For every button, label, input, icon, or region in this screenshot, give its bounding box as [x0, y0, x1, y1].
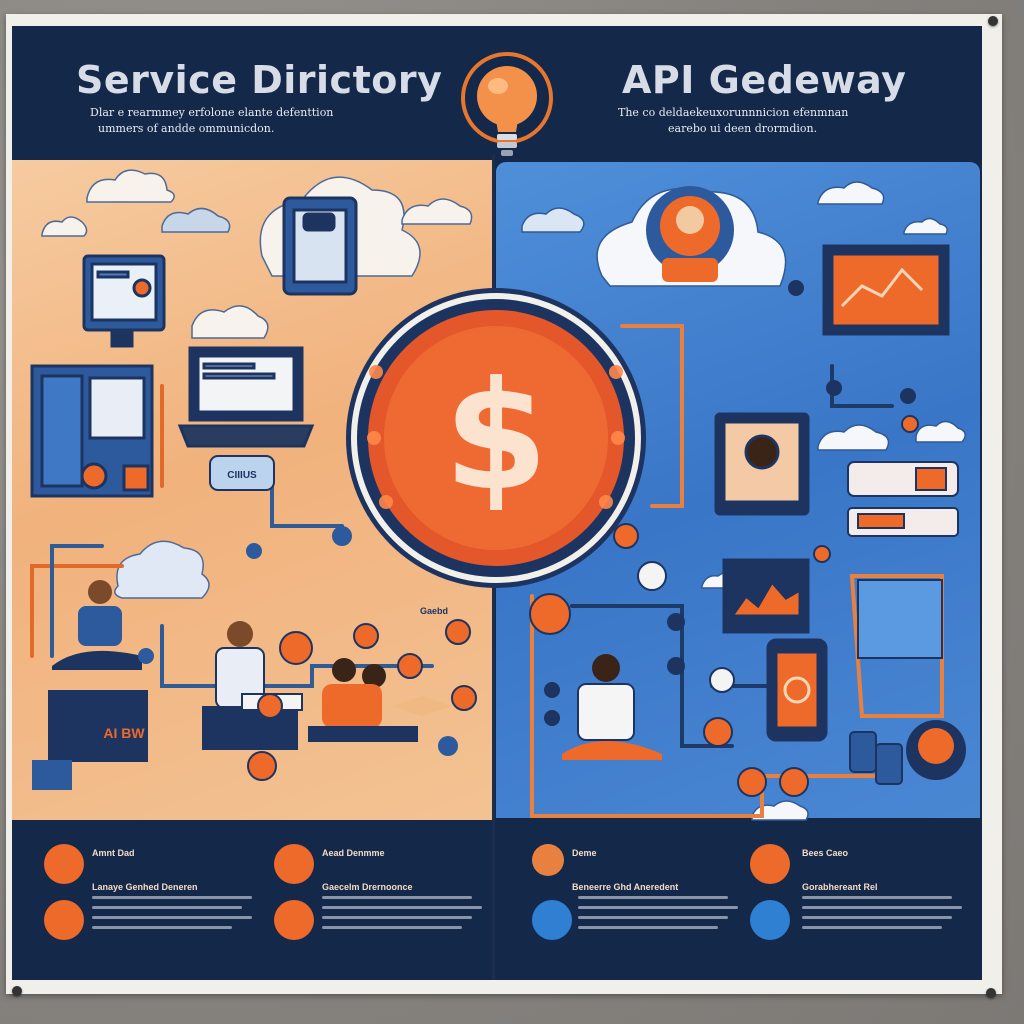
legend-icon-1: [44, 844, 84, 884]
orange-nodes-left: [247, 619, 477, 781]
cloud-label-text: CIIIUS: [227, 470, 257, 481]
right-subtitle-line-2: earebo ui deen drormdion.: [668, 122, 818, 135]
legend-text-line: [802, 916, 952, 919]
legend-icon-7: [750, 844, 790, 884]
right-subtitle-line-1: The co deldaekeuxorunnnicion efenmnan: [618, 106, 849, 119]
person-sitting-right: [562, 654, 662, 760]
chart-screen: [722, 558, 810, 634]
cards-right: [847, 461, 959, 537]
sign-label: Gaebd: [420, 606, 448, 616]
pin-bottom-left: [12, 986, 22, 996]
legend-text-line: [92, 906, 242, 909]
legend-icon-4: [274, 900, 314, 940]
left-subtitle-line-1: Dlar e rearmmey erfolone elante defentti…: [90, 106, 334, 119]
legend-heading-1: Amnt Dad: [92, 848, 135, 858]
legend-icon-3: [274, 844, 314, 884]
legend-heading-2: Lanaye Genhed Deneren: [92, 882, 198, 892]
legend-icon-8: [750, 900, 790, 940]
legend-text-line: [322, 906, 482, 909]
infographic-poster: Service Dirictory API Gedeway Dlar e rea…: [12, 26, 982, 980]
legend-text-line: [92, 896, 252, 899]
legend-text-line: [578, 926, 718, 929]
legend-text-line: [578, 916, 728, 919]
phone-video-call: [714, 412, 810, 516]
left-subtitle-line-2: ummers of andde ommunicdon.: [98, 122, 275, 135]
phone-download: [766, 638, 828, 742]
legend-text-line: [322, 896, 472, 899]
server-rack-left: [30, 364, 154, 498]
legend-text-line: [578, 896, 728, 899]
legend-icon-5: [532, 844, 564, 876]
legend-text-line: [578, 906, 738, 909]
legend-text-line: [92, 916, 252, 919]
lightbulb-icon: [461, 52, 553, 156]
coin-badge-right: [906, 720, 966, 780]
legend-heading-4: Gaecelm Drernoonce: [322, 882, 413, 892]
pin-top-right: [988, 16, 998, 26]
legend-text-line: [322, 916, 472, 919]
right-title: API Gedeway: [622, 58, 907, 102]
monitor-left: [82, 254, 166, 348]
orange-nodes-right: [529, 415, 919, 797]
monitor-right: [822, 244, 950, 336]
legend-icon-6: [532, 900, 572, 940]
support-agent-bubble: [646, 186, 734, 282]
legend-heading-3: Aead Denmme: [322, 848, 385, 858]
legend-text-line: [802, 906, 962, 909]
legend-text-line: [322, 926, 462, 929]
legend-heading-7: Bees Caeo: [802, 848, 849, 858]
blue-nodes-left: [138, 526, 458, 756]
server-box-label: AI BW: [103, 725, 145, 741]
dollar-symbol: $: [444, 350, 548, 524]
blueprint-board: [857, 579, 943, 659]
legend-heading-6: Beneerre Ghd Aneredent: [572, 882, 679, 892]
cloud-label: [209, 455, 275, 491]
legend-text-line: [92, 926, 232, 929]
legend-text-line: [802, 896, 952, 899]
legend-icon-2: [44, 900, 84, 940]
laptop-center: [177, 346, 315, 448]
legend-heading-5: Deme: [572, 848, 597, 858]
legend-heading-8: Gorabhereant Rel: [802, 882, 878, 892]
legend-text-line: [802, 926, 942, 929]
illustration: CIIIUS AI BW Gaebd: [30, 169, 966, 821]
pin-bottom-right: [986, 988, 996, 998]
server-box-left: [32, 690, 148, 790]
coin-emblem: [346, 288, 646, 588]
dark-nodes-right: [544, 280, 916, 726]
left-title: Service Dirictory: [76, 58, 443, 102]
database-stack: [849, 731, 903, 785]
two-people-reading: [308, 658, 452, 742]
tablet-top: [282, 196, 358, 296]
person-sitting-left: [52, 580, 142, 670]
